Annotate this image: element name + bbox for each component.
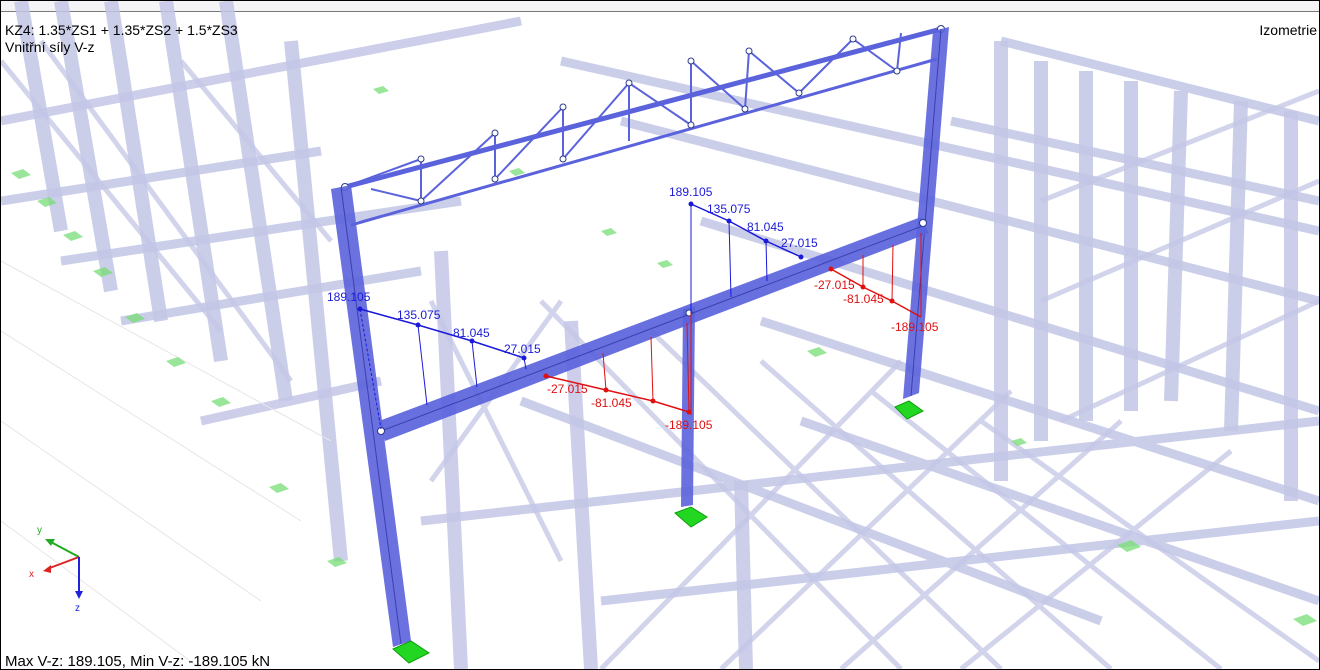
back-label-189: 189.105 <box>669 185 713 199</box>
back-label-neg189: -189.105 <box>891 320 939 334</box>
front-label-neg27: -27.015 <box>547 382 588 396</box>
axis-y-label: y <box>37 525 42 536</box>
roof-truss[interactable] <box>344 26 942 227</box>
front-label-neg189: -189.105 <box>665 418 713 432</box>
window-top-strip <box>1 1 1319 12</box>
truss-nodes <box>341 25 945 205</box>
back-label-neg81: -81.045 <box>843 292 884 306</box>
back-label-neg27: -27.015 <box>814 278 855 292</box>
front-label-neg81: -81.045 <box>591 396 632 410</box>
back-label-135: 135.075 <box>707 202 751 216</box>
front-diagram-labels: 189.105 135.075 81.045 27.015 -27.015 -8… <box>327 290 713 432</box>
front-label-135: 135.075 <box>397 308 441 322</box>
axis-x-label: x <box>29 569 34 580</box>
result-summary: Max V-z: 189.105, Min V-z: -189.105 kN <box>5 653 271 670</box>
shear-diagram-back <box>688 201 922 415</box>
shear-diagram-front <box>357 306 692 430</box>
view-name-label: Izometrie <box>1259 22 1317 38</box>
frame-supports <box>392 400 924 664</box>
front-label-81: 81.045 <box>453 326 490 340</box>
front-label-27: 27.015 <box>504 342 541 356</box>
axis-z-label: z <box>75 603 80 614</box>
support-markers <box>11 86 1317 626</box>
result-type-label: Vnitřní síly V-z <box>5 39 95 55</box>
load-combination-label: KZ4: 1.35*ZS1 + 1.35*ZS2 + 1.5*ZS3 <box>5 22 238 38</box>
axis-triad: y x z <box>29 525 83 614</box>
front-label-189: 189.105 <box>327 290 371 304</box>
back-label-27: 27.015 <box>781 236 818 250</box>
back-diagram-labels: 189.105 135.075 81.045 27.015 -27.015 -8… <box>669 185 939 334</box>
back-label-81: 81.045 <box>747 220 784 234</box>
